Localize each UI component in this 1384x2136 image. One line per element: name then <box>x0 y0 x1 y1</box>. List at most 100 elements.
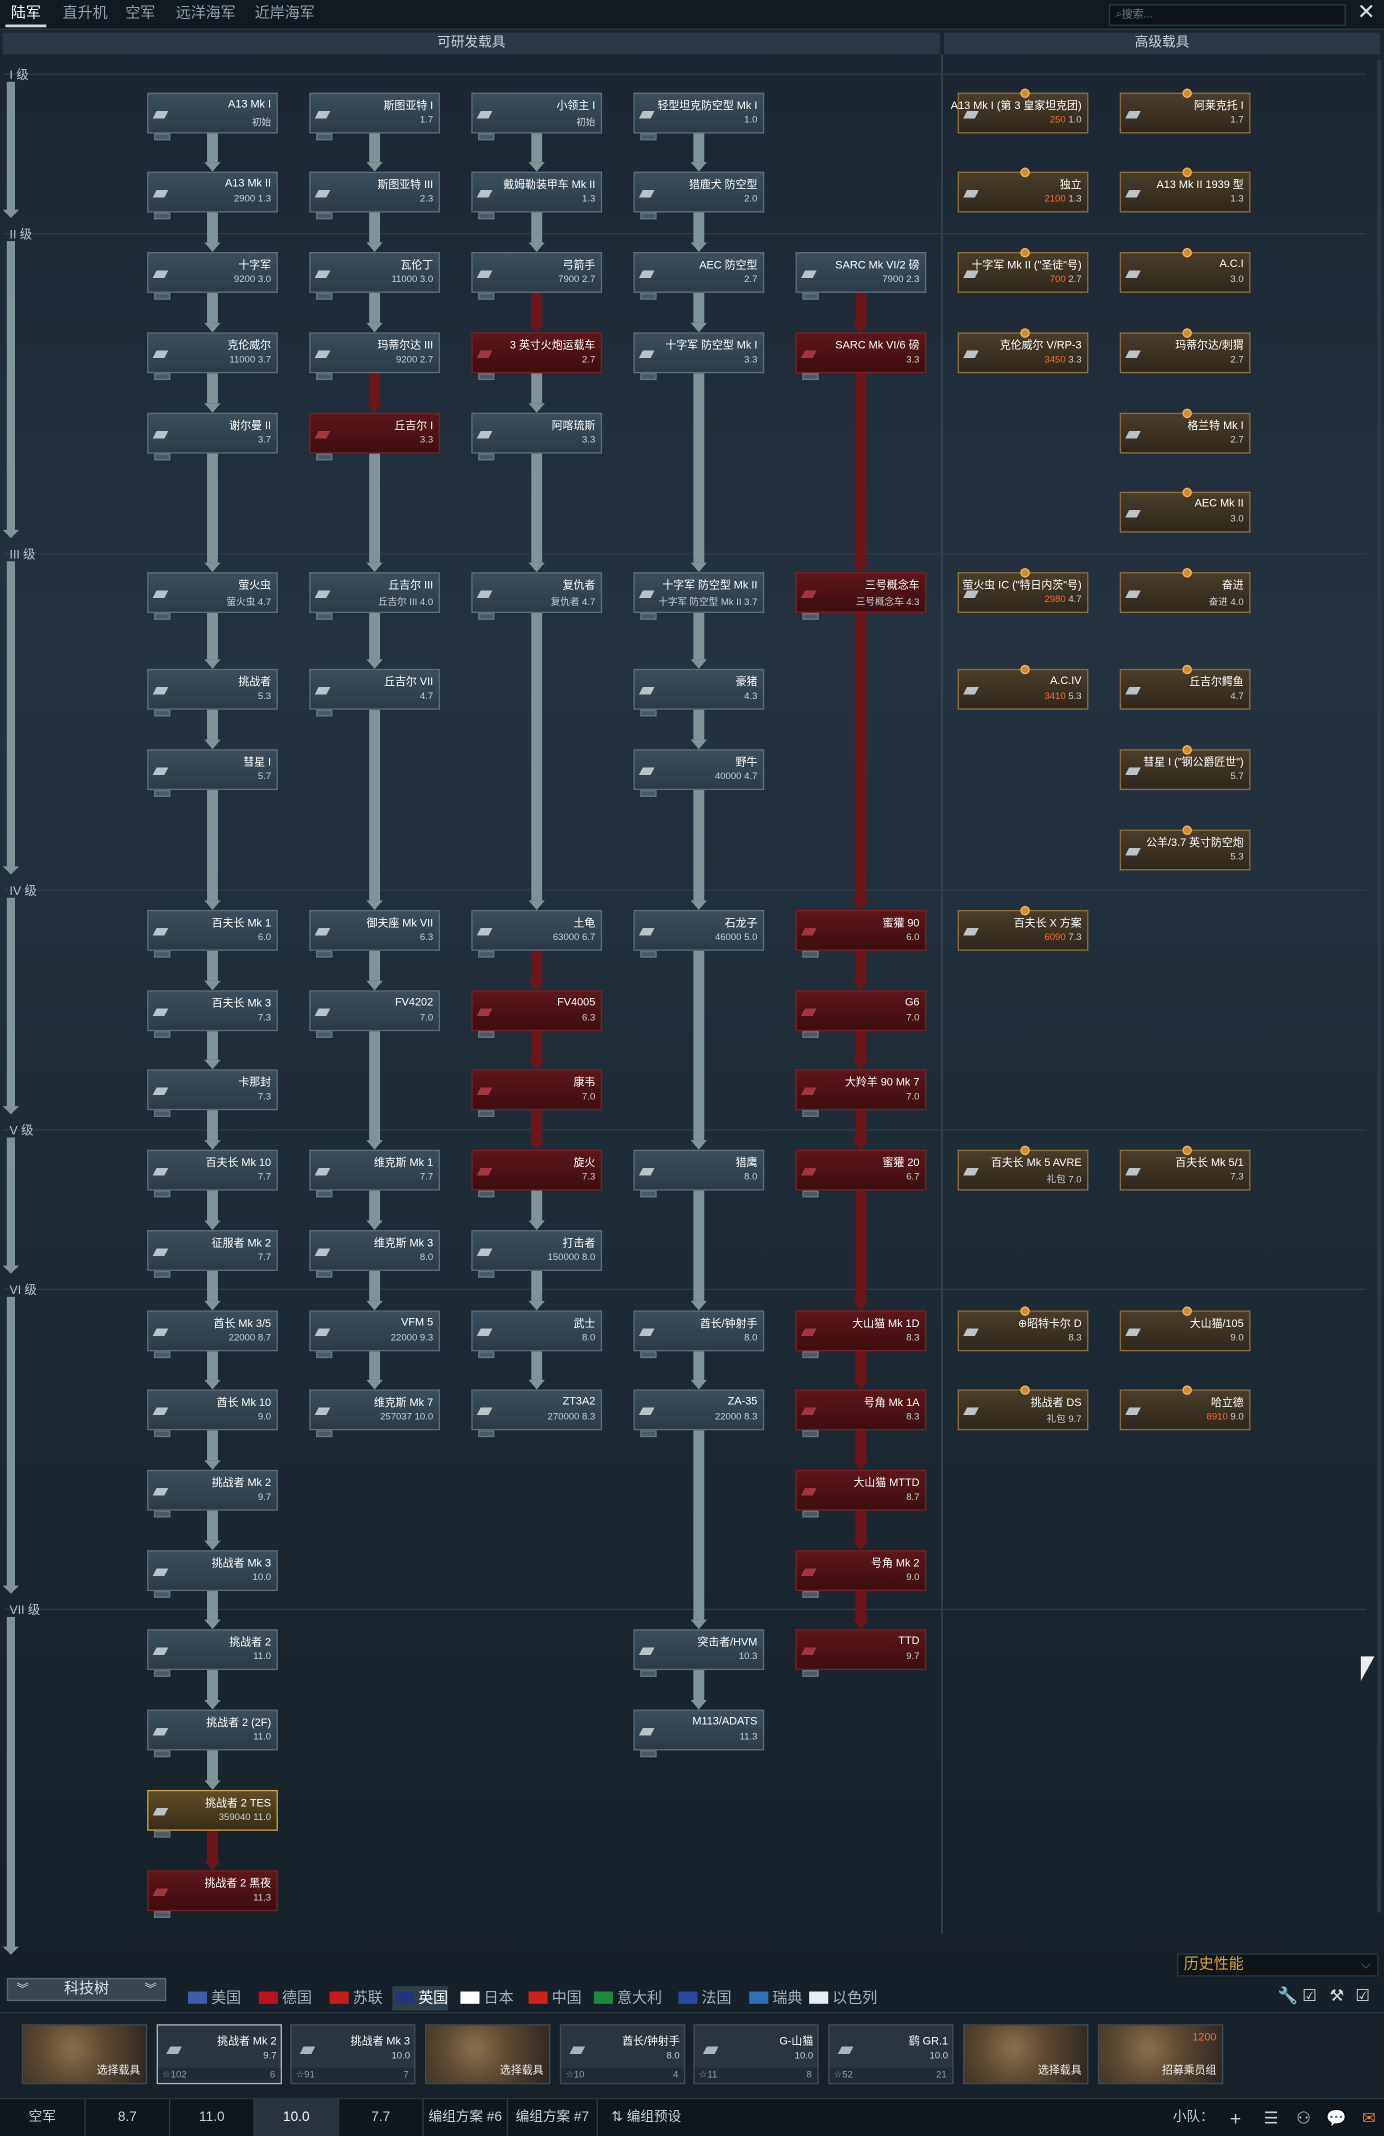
crew-recruit-slot[interactable]: 选择载具 <box>21 2024 148 2085</box>
nation-tab[interactable]: 以色列 <box>806 1986 877 2011</box>
nation-tab[interactable]: 法国 <box>676 1986 732 2011</box>
vehicle-card[interactable]: ▰复仇者复仇者 4.7 <box>471 572 603 620</box>
crew-recruit-slot[interactable]: 选择载具 <box>963 2024 1089 2085</box>
nation-tab[interactable]: 瑞典 <box>746 1986 802 2011</box>
tech-tree-button[interactable]: ︾科技树︾ <box>6 1977 167 2002</box>
vehicle-card[interactable]: ▰三号概念车三号概念车 4.3 <box>795 572 927 620</box>
tab-army[interactable]: 陆军 <box>5 4 47 28</box>
nation-tab[interactable]: 德国 <box>256 1986 312 2011</box>
br-button[interactable]: 7.7 <box>337 2099 422 2136</box>
list-icon[interactable]: ☰ <box>1263 2108 1279 2128</box>
crew-recruit-slot[interactable]: 选择载具 <box>425 2024 551 2085</box>
nation-tab[interactable]: 苏联 <box>327 1986 383 2011</box>
mail-icon[interactable]: ✉ <box>1362 2108 1376 2128</box>
vehicle-card[interactable]: ▰萤火虫 IC ("特日内茨"号)2980 4.7 <box>957 568 1089 613</box>
search-input[interactable]: ⌕搜索... <box>1108 4 1346 26</box>
nation-tab[interactable]: 日本 <box>458 1986 514 2011</box>
br-button[interactable]: 10.0 <box>253 2099 338 2136</box>
wrench-check-icon[interactable]: ⚒ <box>1329 1986 1345 2006</box>
mode-button[interactable]: 空军 <box>28 2110 56 2126</box>
wrench-icon[interactable]: 🔧 <box>1277 1986 1299 2006</box>
tab-helicopter[interactable]: 直升机 <box>62 5 108 22</box>
close-icon[interactable]: ✕ <box>1357 1 1376 25</box>
nation-tab[interactable]: 意大利 <box>591 1986 662 2011</box>
scrollbar[interactable] <box>1377 59 1382 1913</box>
chat-icon[interactable]: 💬 <box>1326 2108 1347 2128</box>
people-icon[interactable]: ⚇ <box>1296 2108 1311 2128</box>
tab-coastal[interactable]: 近岸海军 <box>254 5 315 22</box>
nation-tab[interactable]: 英国 <box>392 1986 449 2011</box>
check-icon[interactable]: ☑ <box>1355 1986 1371 2006</box>
tab-bluewater[interactable]: 远洋海军 <box>175 5 236 22</box>
vehicle-card[interactable]: ▰萤火虫萤火虫 4.7 <box>147 572 278 620</box>
